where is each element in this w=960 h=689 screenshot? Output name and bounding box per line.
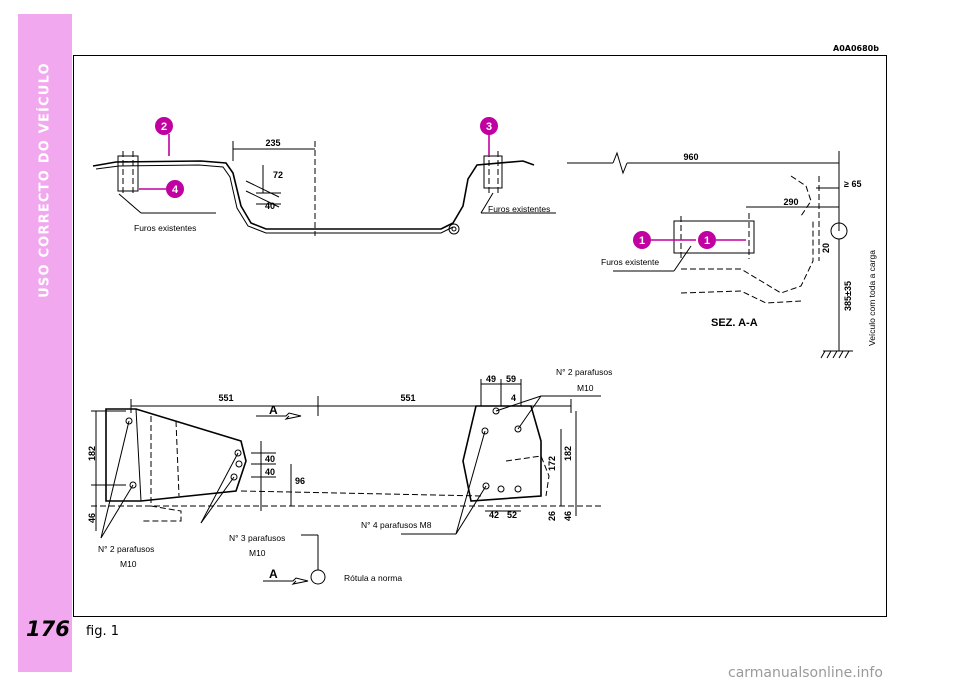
technical-drawing: 2 4 3 235 72 40 Furos existentes Furos e… <box>87 117 877 585</box>
callout-1a: 1 <box>639 235 645 247</box>
page-number: 176 <box>26 617 70 641</box>
callout-4: 4 <box>172 184 179 196</box>
dim-4: 4 <box>511 393 516 403</box>
label-parafusos-left-2: M10 <box>120 559 137 569</box>
label-parafusos-m8: N° 4 parafusos M8 <box>361 520 432 530</box>
dim-49: 49 <box>486 374 496 384</box>
figure-code: A0A0680b <box>833 44 879 53</box>
label-parafusos-mid-1: N° 3 parafusos <box>229 533 285 543</box>
section-marker-top: A <box>269 403 278 417</box>
side-view: 2 4 3 235 72 40 Furos existentes Furos e… <box>92 117 556 236</box>
callout-1b: 1 <box>704 235 710 247</box>
dim-40-top: 40 <box>265 201 275 211</box>
section-sidebar <box>18 14 72 672</box>
watermark: carmanualsonline.info <box>728 665 883 681</box>
dim-42: 42 <box>489 510 499 520</box>
dim-20: 20 <box>821 243 831 253</box>
section-view: 1 1 960 ≥ 65 290 20 385±35 Veículo com t… <box>567 151 877 359</box>
label-furos-existentes-right: Furos existentes <box>488 204 550 214</box>
dim-96: 96 <box>295 476 305 486</box>
label-furos-existente: Furos existente <box>601 257 659 267</box>
label-veiculo-carga: Veículo com toda a carga <box>867 250 877 346</box>
dim-52: 52 <box>507 510 517 520</box>
dim-72: 72 <box>273 170 283 180</box>
label-parafusos-left-1: N° 2 parafusos <box>98 544 154 554</box>
label-sez-aa: SEZ. A-A <box>711 317 758 329</box>
dim-182-left: 182 <box>87 446 97 461</box>
label-parafusos-top-right-1: N° 2 parafusos <box>556 367 612 377</box>
label-furos-existentes-left: Furos existentes <box>134 223 196 233</box>
dim-385: 385±35 <box>843 281 853 311</box>
dim-46-left: 46 <box>87 513 97 523</box>
dim-235: 235 <box>265 138 280 148</box>
dim-26: 26 <box>547 511 557 521</box>
label-rotula-norma: Rótula a norma <box>344 573 402 583</box>
dim-551-right: 551 <box>400 393 415 403</box>
callout-2: 2 <box>161 121 167 133</box>
dim-960: 960 <box>683 152 698 162</box>
callout-3: 3 <box>486 121 492 133</box>
dim-65: ≥ 65 <box>844 179 861 189</box>
dim-290: 290 <box>783 197 798 207</box>
dim-46-right: 46 <box>563 511 573 521</box>
plan-view: 551 551 A A 49 59 4 182 46 40 40 96 172 … <box>87 367 612 585</box>
dim-551-left: 551 <box>218 393 233 403</box>
label-parafusos-top-right-2: M10 <box>577 383 594 393</box>
dim-172: 172 <box>547 456 557 471</box>
section-marker-bottom: A <box>269 567 278 581</box>
section-title: USO CORRECTO DO VEÍCULO <box>37 62 53 298</box>
dim-182-right: 182 <box>563 446 573 461</box>
dim-40-b: 40 <box>265 467 275 477</box>
dim-59: 59 <box>506 374 516 384</box>
figure-frame: 2 4 3 235 72 40 Furos existentes Furos e… <box>73 55 887 617</box>
label-parafusos-mid-2: M10 <box>249 548 266 558</box>
dim-40-a: 40 <box>265 454 275 464</box>
figure-caption: fig. 1 <box>86 624 119 639</box>
